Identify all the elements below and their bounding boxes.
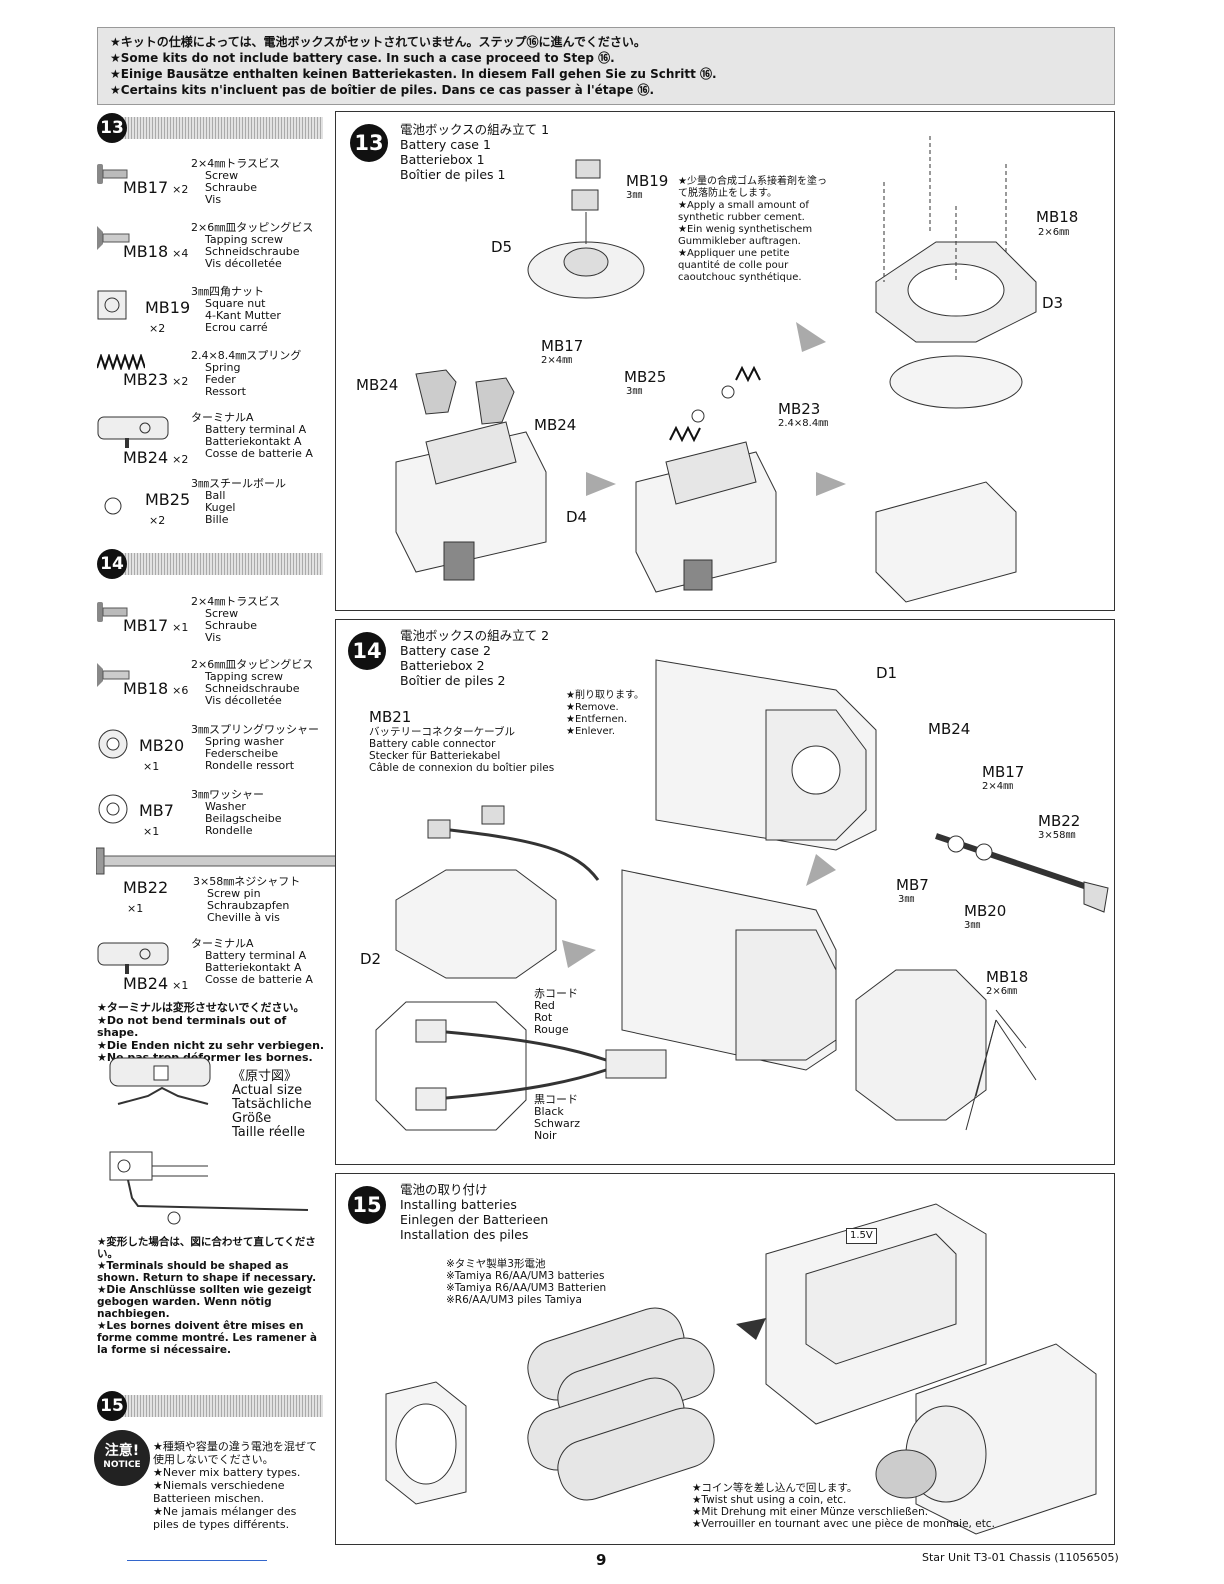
label-mb7: MB7 xyxy=(896,876,929,894)
battery-mix-note: ★種類や容量の違う電池を混ぜて使用しないでください。★Never mix bat… xyxy=(153,1440,318,1531)
step-number: 13 xyxy=(97,113,127,143)
document-title: Star Unit T3-01 Chassis (11056505) xyxy=(922,1551,1119,1564)
label-d4: D4 xyxy=(566,508,588,526)
label-d3: D3 xyxy=(1042,294,1064,312)
tapping-screw-icon xyxy=(97,663,130,687)
label-mb17: MB17 xyxy=(541,337,584,355)
spring-washer-icon xyxy=(98,729,128,759)
label-mb19: MB19 xyxy=(626,172,669,190)
notice-line: ★キットの仕様によっては、電池ボックスがセットされていません。ステップ⑯に進んで… xyxy=(110,35,646,49)
step-header-hatch xyxy=(119,117,323,139)
notice-line: ★Einige Bausätze enthalten keinen Batter… xyxy=(110,67,717,81)
label-d1: D1 xyxy=(876,664,898,682)
screw-icon xyxy=(97,164,128,184)
panel-step-number: 13 xyxy=(350,124,388,162)
coin-twist-note: ★コイン等を差し込んで回します。★Twist shut using a coin… xyxy=(692,1482,995,1530)
label-d2: D2 xyxy=(360,950,382,968)
step-15-header: 15 xyxy=(97,1391,323,1421)
step-15-battery-diagram xyxy=(385,1203,1097,1535)
notice-badge: 注意! NOTICE xyxy=(94,1430,150,1486)
label-mb24: MB24 xyxy=(928,720,971,738)
bend-note: ★ターミナルは変形させないでください。★Do not bend terminal… xyxy=(97,1001,325,1064)
terminal-side-diagram xyxy=(109,1151,309,1225)
label-d5: D5 xyxy=(491,238,513,256)
cell-voltage-label: 1.5V xyxy=(846,1228,877,1244)
ball-icon xyxy=(104,497,122,515)
tapping-screw-icon xyxy=(97,226,130,250)
step-14-header: 14 xyxy=(97,549,323,579)
step-13-assembly-diagram xyxy=(395,136,1037,603)
washer-icon xyxy=(98,794,128,824)
step-14-assembly-diagram xyxy=(375,659,1109,1131)
shape-note: ★変形した場合は、図に合わせて直してください。★Terminals should… xyxy=(97,1236,317,1356)
label-mb17: MB17 xyxy=(982,763,1025,781)
label-mb21: MB21 xyxy=(369,708,412,726)
notice-line: ★Some kits do not include battery case. … xyxy=(110,51,615,65)
label-mb20: MB20 xyxy=(964,902,1007,920)
label-mb18: MB18 xyxy=(1036,208,1079,226)
label-mb25: MB25 xyxy=(624,368,667,386)
label-mb18: MB18 xyxy=(986,968,1029,986)
label-mb23: MB23 xyxy=(778,400,821,418)
terminal-actual-size-diagram xyxy=(109,1057,211,1105)
cement-note: ★少量の合成ゴム系接着剤を塗って脱落防止をします。★Apply a small … xyxy=(678,176,827,283)
remove-note: ★削り取ります。★Remove.★Entfernen.★Enlever. xyxy=(566,690,644,737)
footer-link-underline xyxy=(127,1560,267,1561)
square-nut-icon xyxy=(97,290,127,320)
notice-line: ★Certains kits n'incluent pas de boîtier… xyxy=(110,83,655,97)
spring-icon xyxy=(97,354,145,370)
label-mb24: MB24 xyxy=(534,416,577,434)
terminal-icon xyxy=(97,416,169,448)
step-13-header: 13 xyxy=(97,113,323,143)
kit-notice-box: ★キットの仕様によっては、電池ボックスがセットされていません。ステップ⑯に進んで… xyxy=(97,27,1115,105)
page-number: 9 xyxy=(596,1551,607,1569)
battery-type-note: ※タミヤ製単3形電池※Tamiya R6/AA/UM3 batteries※Ta… xyxy=(446,1258,607,1306)
label-mb24: MB24 xyxy=(356,376,399,394)
screw-icon xyxy=(97,602,128,622)
label-mb22: MB22 xyxy=(1038,812,1081,830)
terminal-icon xyxy=(97,942,169,974)
part-code: MB17×2 xyxy=(123,178,189,197)
